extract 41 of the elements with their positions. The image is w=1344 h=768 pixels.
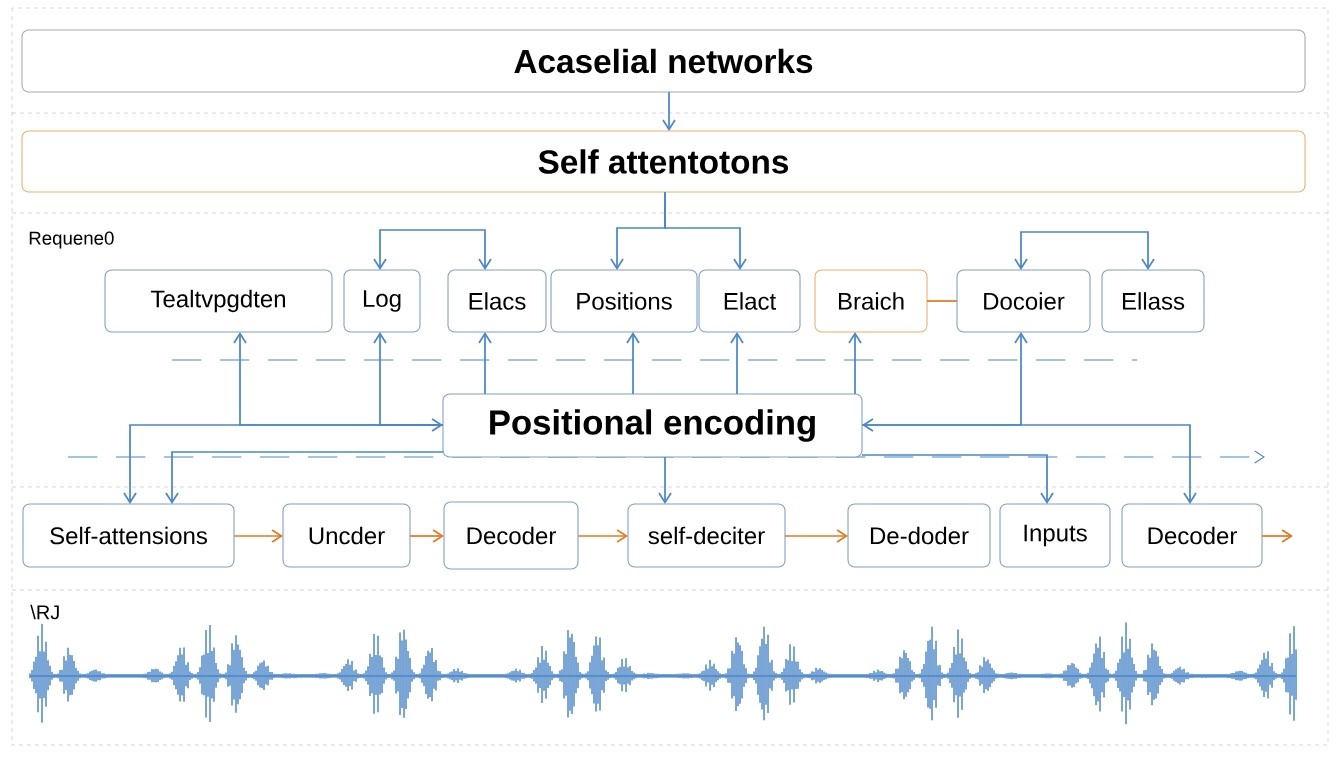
arrow bbox=[373, 332, 444, 426]
arrow bbox=[1014, 231, 1155, 270]
arrow bbox=[730, 332, 744, 395]
arrow bbox=[662, 91, 676, 131]
arrow bbox=[478, 332, 492, 395]
encoding-box: Positional encoding bbox=[442, 393, 863, 458]
arrow bbox=[233, 529, 283, 543]
arrow bbox=[848, 332, 862, 395]
arrow bbox=[784, 529, 848, 543]
arrow bbox=[626, 332, 640, 395]
block-box: Positions bbox=[550, 269, 698, 333]
block-box: Docoier bbox=[956, 269, 1091, 333]
arrow bbox=[861, 454, 1054, 504]
arrow bbox=[123, 418, 443, 504]
connector-line bbox=[926, 300, 958, 302]
block-box: Inputs bbox=[999, 503, 1111, 568]
block-box: Elact bbox=[698, 269, 801, 333]
arrow bbox=[658, 456, 672, 504]
arrow bbox=[862, 418, 1197, 504]
arrow bbox=[373, 229, 492, 270]
block-box: Elacs bbox=[447, 269, 547, 333]
block-box: Log bbox=[343, 269, 421, 333]
block-box: Self-attensions bbox=[22, 503, 235, 568]
block-box: Uncder bbox=[282, 503, 411, 568]
arrow bbox=[409, 529, 444, 543]
arrow bbox=[861, 332, 1028, 426]
arrow bbox=[1261, 529, 1293, 543]
arrow bbox=[664, 191, 747, 270]
block-box: Decoder bbox=[443, 501, 579, 570]
arrow bbox=[577, 529, 628, 543]
arrow bbox=[165, 451, 444, 504]
header-box: Self attentotons bbox=[21, 130, 1306, 193]
section-label: \RJ bbox=[30, 604, 59, 620]
block-box: Decoder bbox=[1121, 503, 1263, 568]
header-box: Acaselial networks bbox=[21, 29, 1306, 93]
block-box: Tealtvpgdten bbox=[104, 269, 333, 333]
block-box: Braich bbox=[814, 269, 928, 333]
block-box: Ellass bbox=[1101, 269, 1205, 333]
block-box: De-doder bbox=[847, 503, 991, 568]
block-box: self-deciter bbox=[627, 503, 786, 568]
section-label: Requene0 bbox=[29, 231, 114, 249]
